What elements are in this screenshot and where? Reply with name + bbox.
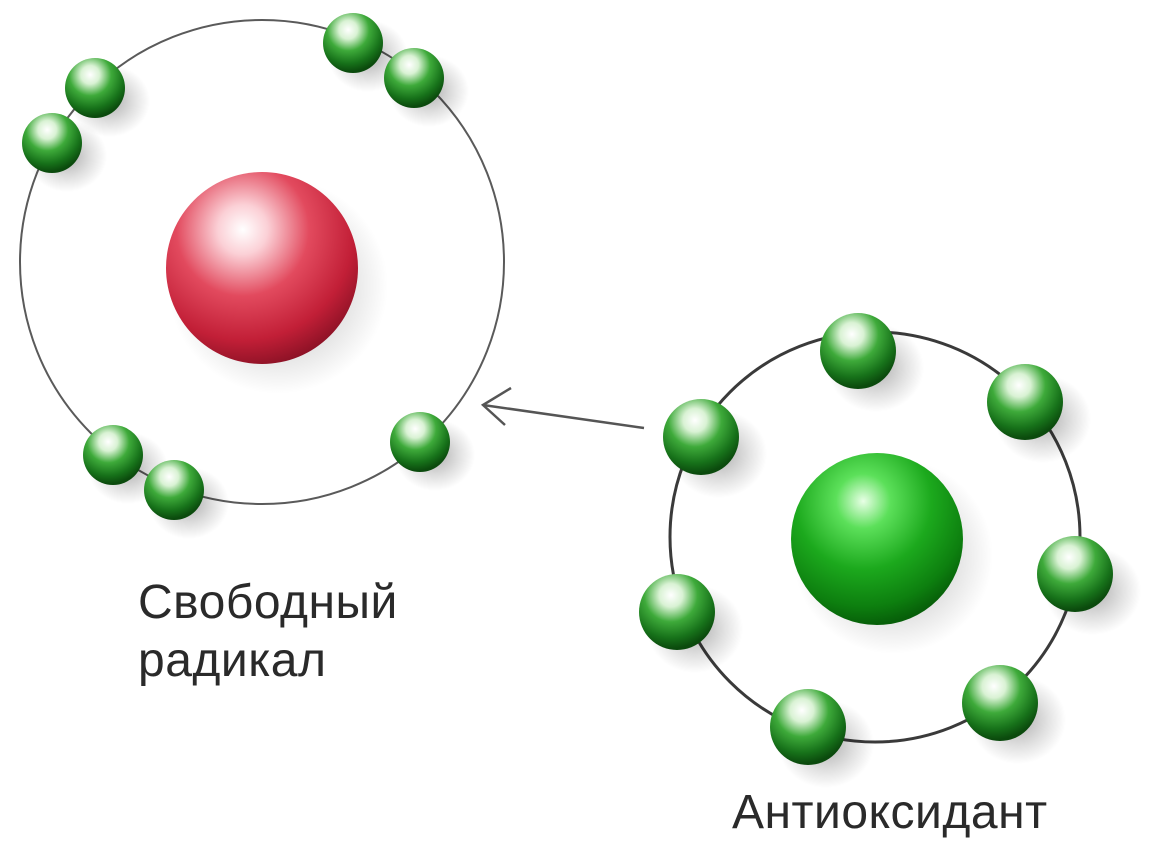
antioxidant-label: Антиоксидант — [732, 786, 1048, 839]
antioxidant-atom — [639, 313, 1141, 788]
electron — [639, 574, 715, 650]
arrow-head — [480, 386, 512, 426]
free-radical-orbit — [19, 19, 505, 505]
electron — [987, 364, 1063, 440]
electron — [323, 13, 383, 73]
electron — [65, 58, 125, 118]
free-radical-label-line2: радикал — [138, 634, 327, 687]
arrow-shaft — [482, 403, 645, 430]
arrow — [480, 386, 645, 430]
electron — [22, 113, 82, 173]
electron — [384, 48, 444, 108]
free-radical-atom — [19, 13, 505, 539]
free-radical-label-line1: Свободный — [138, 576, 398, 629]
free-radical-label: Свободный радикал — [138, 574, 398, 690]
electron — [820, 313, 896, 389]
electron — [663, 399, 739, 475]
antioxidant-electrons — [639, 313, 1141, 788]
electron — [390, 412, 450, 472]
electron — [83, 425, 143, 485]
antioxidant-nucleus — [791, 453, 963, 625]
electron — [144, 460, 204, 520]
free-radical-electrons — [22, 13, 475, 539]
electron — [1037, 536, 1113, 612]
electron — [962, 665, 1038, 741]
free-radical-nucleus — [166, 172, 358, 364]
electron — [770, 689, 846, 765]
